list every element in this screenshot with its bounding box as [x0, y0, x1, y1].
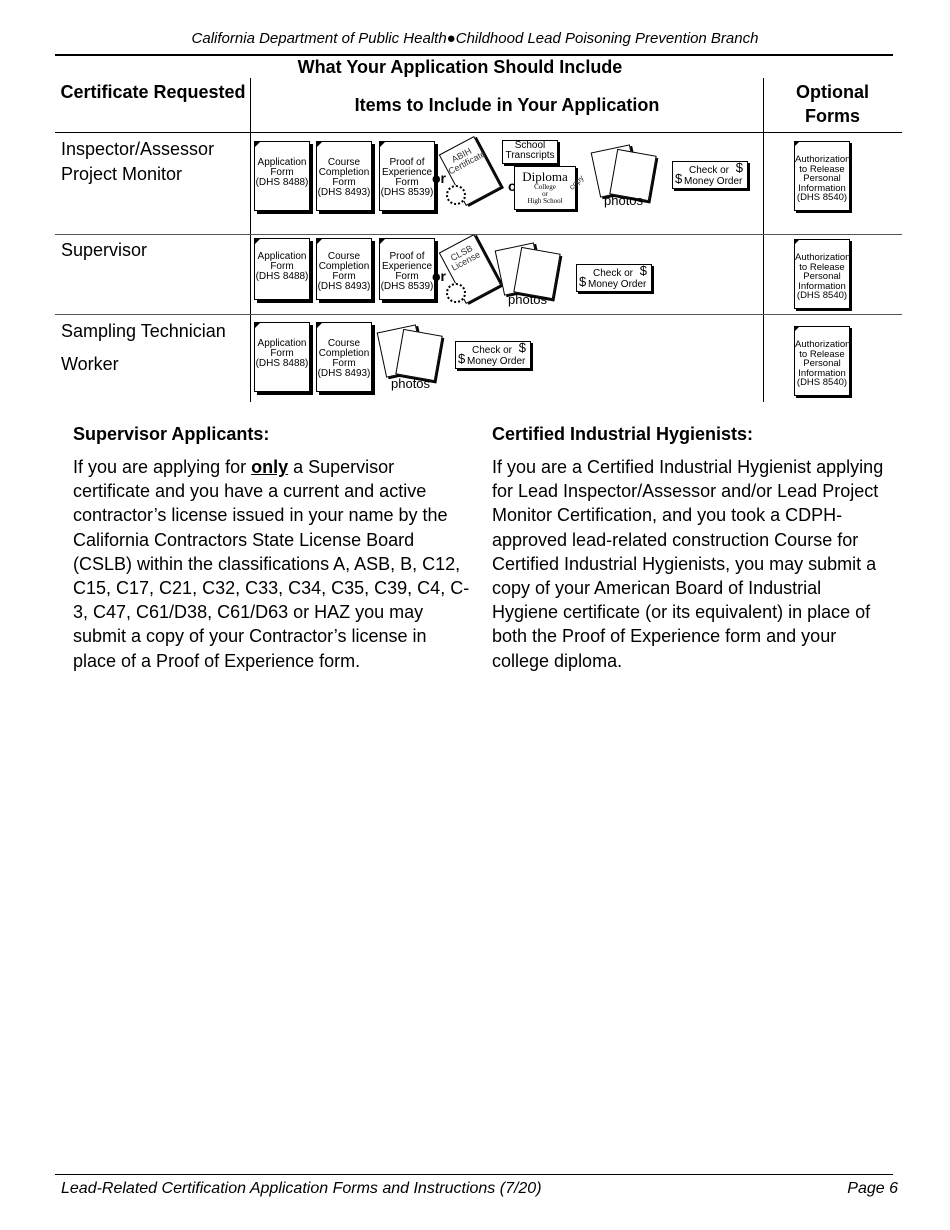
photos-icon	[376, 324, 443, 384]
course-completion-form-icon: Course Completion Form (DHS 8493)	[316, 141, 372, 211]
row-label-worker: Worker	[61, 354, 119, 374]
money-order-label: Money Order	[588, 279, 647, 290]
header-optional-forms: Optional Forms	[796, 82, 869, 126]
table-divider-left	[250, 78, 251, 402]
check-label: Check or	[471, 345, 512, 356]
table-divider-right	[763, 78, 764, 402]
course-completion-form-icon: Course Completion Form (DHS 8493)	[316, 238, 372, 300]
header-certificate-requested: Certificate Requested	[60, 82, 246, 102]
school-transcripts-icon: School Transcripts	[502, 140, 558, 164]
supervisor-text-before: If you are applying for	[73, 457, 252, 477]
table-row-rule-1	[55, 234, 902, 235]
check-label: Check or	[688, 165, 729, 176]
authorization-form-icon: Authorization to Release Personal Inform…	[794, 141, 850, 211]
dollar-sign: $	[675, 171, 683, 186]
table-title: What Your Application Should Include	[297, 57, 623, 77]
photos-label: photos	[604, 193, 644, 208]
check-money-order-icon: Check or $ $ Money Order	[576, 264, 652, 292]
authorization-form-icon: Authorization to Release Personal Inform…	[794, 239, 850, 309]
row-label-inspector-assessor: Inspector/Assessor	[61, 139, 215, 159]
authorization-form-icon: Authorization to Release Personal Inform…	[794, 326, 850, 396]
supervisor-applicants-paragraph: If you are applying for only a Superviso…	[73, 455, 473, 673]
row-label-project-monitor: Project Monitor	[61, 164, 183, 184]
footer-document-title: Lead-Related Certification Application F…	[61, 1180, 542, 1197]
hygienists-heading: Certified Industrial Hygienists:	[492, 424, 754, 444]
dollar-sign: $	[458, 351, 466, 366]
certificate-seal-icon	[446, 185, 466, 205]
diploma-sub-label: College or High School	[527, 183, 563, 205]
table-row-rule-2	[55, 314, 902, 315]
license-seal-icon	[446, 283, 466, 303]
table-header-rule	[55, 132, 902, 133]
money-order-label: Money Order	[684, 176, 743, 187]
check-money-order-icon: Check or $ $ Money Order	[672, 161, 748, 189]
page-header: California Department of Public Health●C…	[191, 30, 759, 47]
application-form-icon: Application Form (DHS 8488)	[254, 322, 310, 392]
diploma-icon: Diploma College or High School	[514, 166, 576, 210]
photos-label: photos	[508, 292, 548, 307]
dollar-sign: $	[735, 160, 743, 175]
diploma-label: Diploma	[522, 169, 568, 184]
check-label: Check or	[592, 268, 633, 279]
proof-of-experience-form-icon: Proof of Experience Form (DHS 8539)	[379, 141, 435, 211]
application-form-icon: Application Form (DHS 8488)	[254, 238, 310, 300]
footer-rule	[55, 1174, 893, 1175]
row-label-supervisor: Supervisor	[61, 240, 148, 260]
dollar-sign: $	[579, 274, 587, 289]
dollar-sign: $	[639, 263, 647, 278]
supervisor-emphasis-only: only	[251, 457, 289, 477]
application-form-icon: Application Form (DHS 8488)	[254, 141, 310, 211]
money-order-label: Money Order	[467, 356, 526, 367]
header-rule	[55, 54, 893, 56]
hygienists-paragraph: If you are a Certified Industrial Hygien…	[492, 457, 884, 671]
row-label-sampling-technician: Sampling Technician	[61, 321, 226, 341]
supervisor-text-after: a Supervisor certificate and you have a …	[73, 457, 470, 671]
or-label: or	[432, 170, 446, 186]
or-label: or	[432, 268, 446, 284]
supervisor-applicants-heading: Supervisor Applicants:	[73, 424, 270, 444]
footer-page-number: Page 6	[847, 1180, 898, 1197]
course-completion-form-icon: Course Completion Form (DHS 8493)	[316, 322, 372, 392]
proof-of-experience-form-icon: Proof of Experience Form (DHS 8539)	[379, 238, 435, 300]
header-items-to-include: Items to Include in Your Application	[354, 95, 660, 115]
check-money-order-icon: Check or $ $ Money Order	[455, 341, 531, 369]
photos-label: photos	[391, 376, 431, 391]
dollar-sign: $	[518, 340, 526, 355]
